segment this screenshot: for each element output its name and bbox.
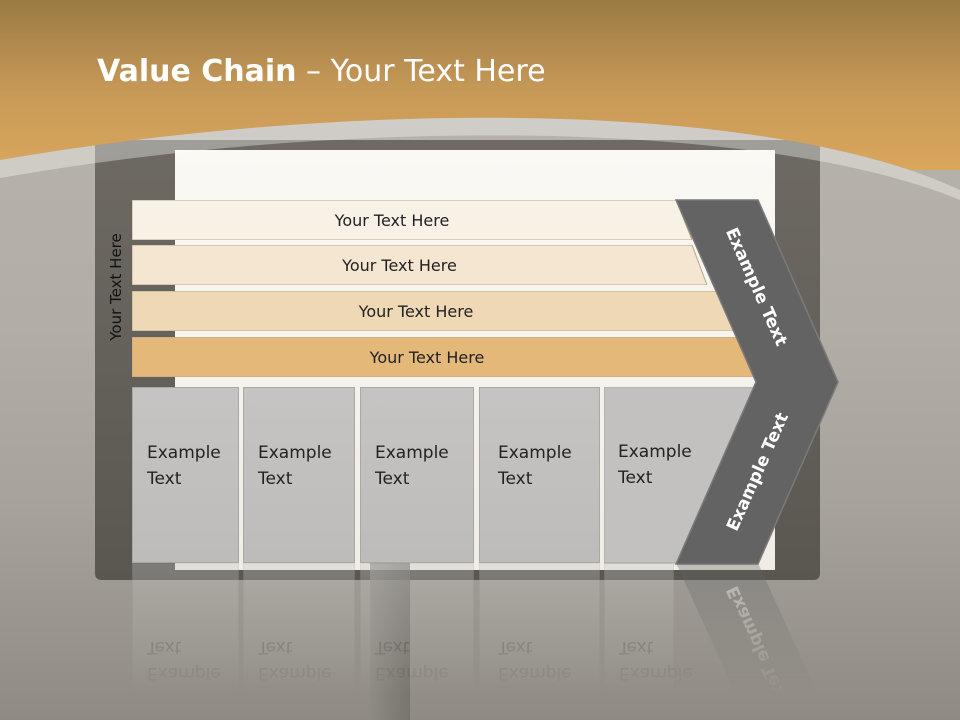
box-3-line-1: Example <box>375 443 449 463</box>
box-1-line-2: Text <box>147 469 182 489</box>
reflection-box-1-line-2: Text <box>147 637 182 657</box>
reflection-box-3-line-1: Example <box>375 663 449 683</box>
side-label: Your Text Here <box>107 233 125 341</box>
band-1-label: Your Text Here <box>334 210 450 230</box>
reflection-inner: Example Text Example Text Example Text Exam… <box>0 563 960 720</box>
reflection-box-4: Example Text <box>479 563 600 720</box>
reflection-box-4-line-1: Example <box>498 663 572 683</box>
reflection-chevron <box>676 563 838 720</box>
reflection-box-4-text: Example Text <box>498 634 572 686</box>
chevron-arrow[interactable] <box>674 198 844 568</box>
reflection-box-2: Example Text <box>243 563 355 720</box>
band-4-label: Your Text Here <box>369 347 485 367</box>
box-4-line-2: Text <box>498 469 533 489</box>
box-2-line-1: Example <box>258 443 332 463</box>
band-2[interactable]: Your Text Here <box>132 245 707 285</box>
reflection-box-3-text: Example Text <box>375 634 449 686</box>
band-2-shape <box>132 245 707 285</box>
band-4[interactable]: Your Text Here <box>132 337 762 377</box>
band-3-label: Your Text Here <box>358 301 474 321</box>
slide-title: Value Chain – Your Text Here <box>97 54 546 89</box>
band-2-label: Your Text Here <box>342 255 457 275</box>
reflection-box-1-line-1: Example <box>147 663 221 683</box>
box-3-line-2: Text <box>375 469 410 489</box>
background-pole <box>370 560 410 720</box>
box-2-line-2: Text <box>258 469 293 489</box>
reflection: Example Text Example Text Example Text Exam… <box>0 563 960 720</box>
band-3-shape <box>132 291 740 331</box>
box-5-line-2: Text <box>618 468 653 488</box>
title-bold: Value Chain <box>97 54 297 89</box>
reflection-box-3: Example Text <box>360 563 474 720</box>
reflection-box-2-line-1: Example <box>258 663 332 683</box>
band-1[interactable]: Your Text Here <box>132 200 692 240</box>
box-4-line-1: Example <box>498 443 572 463</box>
reflection-box-1-text: Example Text <box>147 634 221 686</box>
title-rest: – Your Text Here <box>296 54 546 89</box>
reflection-box-1: Example Text <box>132 563 239 720</box>
box-5-line-1: Example <box>618 442 692 462</box>
reflection-box-4-line-2: Text <box>498 637 533 657</box>
reflection-box-2-text: Example Text <box>258 634 332 686</box>
band-3[interactable]: Your Text Here <box>132 291 740 331</box>
band-4-shape <box>132 337 762 377</box>
reflection-box-3-line-2: Text <box>375 637 410 657</box>
reflection-box-2-line-2: Text <box>258 637 293 657</box>
band-1-shape <box>132 200 692 240</box>
box-1-line-1: Example <box>147 443 221 463</box>
